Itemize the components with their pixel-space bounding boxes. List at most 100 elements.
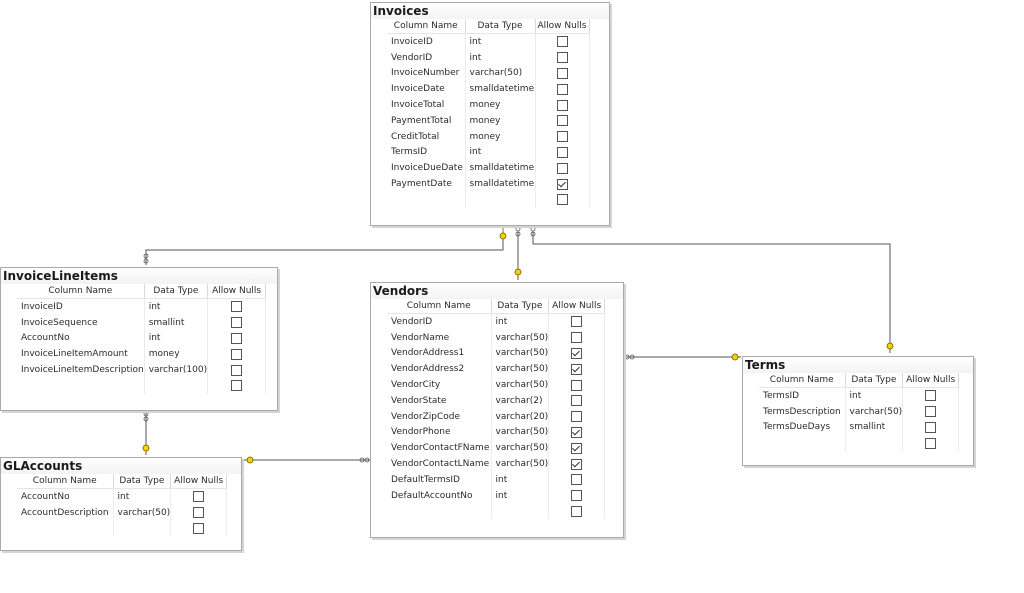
data-type-cell[interactable]: int bbox=[465, 144, 536, 161]
allow-nulls-checkbox[interactable] bbox=[556, 115, 568, 127]
allow-nulls-checkbox[interactable] bbox=[193, 491, 205, 503]
column-name-cell[interactable]: InvoiceTotal bbox=[387, 97, 466, 113]
data-type-cell[interactable]: int bbox=[144, 330, 209, 347]
data-type-cell[interactable]: int bbox=[465, 33, 536, 50]
allow-nulls-checkbox[interactable] bbox=[571, 458, 583, 470]
allow-nulls-checkbox[interactable] bbox=[571, 442, 583, 454]
column-name-cell[interactable]: TermsDescription bbox=[759, 403, 846, 420]
column-name-cell[interactable]: VendorName bbox=[387, 329, 492, 346]
data-type-cell[interactable]: smalldatetime bbox=[465, 160, 536, 177]
column-name-cell[interactable]: ⚷AccountNo bbox=[17, 488, 114, 505]
allow-nulls-checkbox[interactable] bbox=[556, 52, 568, 64]
data-type-cell[interactable]: smallint bbox=[144, 314, 209, 331]
allow-nulls-checkbox[interactable] bbox=[231, 317, 243, 329]
data-type-cell[interactable]: money bbox=[465, 128, 536, 145]
column-name-cell[interactable]: CreditTotal bbox=[387, 128, 466, 145]
allow-nulls-checkbox[interactable] bbox=[571, 411, 583, 423]
column-name-cell[interactable]: VendorPhone bbox=[387, 424, 492, 441]
column-name-cell[interactable]: PaymentDate bbox=[387, 176, 466, 192]
column-name-cell[interactable]: ⚷InvoiceID bbox=[387, 33, 466, 50]
allow-nulls-checkbox[interactable] bbox=[231, 380, 243, 392]
allow-nulls-checkbox[interactable] bbox=[571, 316, 583, 328]
column-name-cell[interactable] bbox=[387, 191, 466, 208]
data-type-cell[interactable]: varchar(100) bbox=[144, 362, 209, 378]
allow-nulls-checkbox[interactable] bbox=[571, 363, 583, 375]
column-name-cell[interactable]: DefaultTermsID bbox=[387, 471, 492, 488]
table-invoicelineitems[interactable]: InvoiceLineItems Column Name Data Type A… bbox=[0, 267, 278, 411]
column-name-cell[interactable] bbox=[759, 435, 846, 452]
data-type-cell[interactable] bbox=[144, 377, 209, 394]
data-type-cell[interactable]: varchar(50) bbox=[465, 65, 536, 82]
data-type-cell[interactable]: int bbox=[491, 471, 550, 488]
column-name-cell[interactable]: VendorID bbox=[387, 49, 466, 66]
data-type-cell[interactable]: int bbox=[144, 298, 209, 315]
allow-nulls-checkbox[interactable] bbox=[193, 522, 205, 534]
allow-nulls-checkbox[interactable] bbox=[925, 406, 937, 418]
column-name-cell[interactable]: VendorAddress1 bbox=[387, 345, 492, 362]
column-name-cell[interactable]: ⚷TermsID bbox=[759, 387, 846, 404]
data-type-cell[interactable]: smallint bbox=[845, 419, 904, 436]
allow-nulls-checkbox[interactable] bbox=[571, 426, 583, 438]
column-name-cell[interactable]: InvoiceDueDate bbox=[387, 160, 466, 177]
allow-nulls-checkbox[interactable] bbox=[571, 332, 583, 344]
data-type-cell[interactable]: varchar(50) bbox=[491, 377, 550, 393]
column-name-cell[interactable]: VendorZipCode bbox=[387, 408, 492, 425]
allow-nulls-checkbox[interactable] bbox=[571, 379, 583, 391]
allow-nulls-checkbox[interactable] bbox=[925, 437, 937, 449]
allow-nulls-checkbox[interactable] bbox=[193, 507, 205, 519]
data-type-cell[interactable] bbox=[113, 520, 172, 537]
column-name-cell[interactable]: InvoiceNumber bbox=[387, 65, 466, 82]
data-type-cell[interactable] bbox=[465, 191, 536, 208]
data-type-cell[interactable]: int bbox=[491, 487, 550, 504]
data-type-cell[interactable]: varchar(50) bbox=[491, 440, 550, 457]
allow-nulls-checkbox[interactable] bbox=[231, 364, 243, 376]
data-type-cell[interactable]: varchar(50) bbox=[491, 329, 550, 346]
column-name-cell[interactable]: PaymentTotal bbox=[387, 112, 466, 129]
column-name-cell[interactable]: InvoiceLineItemAmount bbox=[17, 346, 145, 363]
column-name-cell[interactable]: DefaultAccountNo bbox=[387, 487, 492, 504]
allow-nulls-checkbox[interactable] bbox=[571, 474, 583, 486]
table-invoices[interactable]: Invoices Column Name Data Type Allow Nul… bbox=[370, 2, 610, 226]
column-name-cell[interactable] bbox=[17, 520, 114, 537]
table-vendors[interactable]: Vendors Column Name Data Type Allow Null… bbox=[370, 282, 624, 538]
allow-nulls-checkbox[interactable] bbox=[231, 348, 243, 360]
allow-nulls-checkbox[interactable] bbox=[571, 347, 583, 359]
column-name-cell[interactable]: AccountDescription bbox=[17, 504, 114, 521]
allow-nulls-checkbox[interactable] bbox=[925, 421, 937, 433]
data-type-cell[interactable]: varchar(50) bbox=[491, 345, 550, 362]
data-type-cell[interactable] bbox=[491, 503, 550, 520]
table-row[interactable] bbox=[17, 520, 228, 537]
column-name-cell[interactable]: TermsDueDays bbox=[759, 419, 846, 436]
data-type-cell[interactable]: varchar(50) bbox=[113, 504, 172, 521]
data-type-cell[interactable]: varchar(50) bbox=[491, 424, 550, 441]
table-row[interactable] bbox=[387, 503, 606, 520]
column-name-cell[interactable]: VendorState bbox=[387, 392, 492, 409]
data-type-cell[interactable]: varchar(20) bbox=[491, 408, 550, 425]
data-type-cell[interactable]: money bbox=[465, 112, 536, 129]
data-type-cell[interactable]: varchar(2) bbox=[491, 392, 550, 409]
allow-nulls-checkbox[interactable] bbox=[571, 505, 583, 517]
column-name-cell[interactable]: AccountNo bbox=[17, 330, 145, 347]
